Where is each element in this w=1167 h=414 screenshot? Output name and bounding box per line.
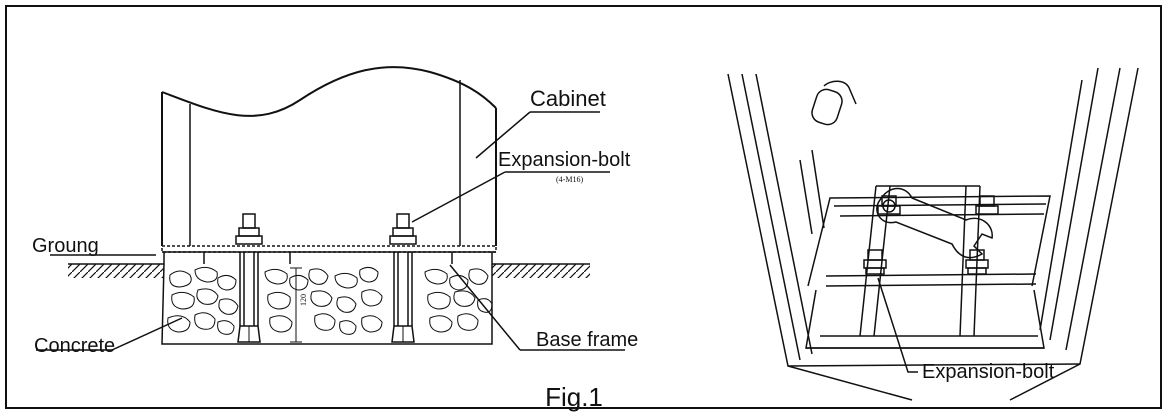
right-diagram: Expansion-bolt (727, 67, 1139, 401)
expansion-bolt-1 (235, 213, 263, 343)
bolt-bottom-left (863, 249, 887, 275)
base-frame-label: Base frame (536, 329, 638, 351)
expansion-bolt-label-right: Expansion-bolt (922, 361, 1055, 383)
depth-dimension: 120 (290, 267, 308, 343)
ground-hatch-left (68, 264, 164, 278)
concrete-block (161, 263, 493, 345)
wrench (876, 187, 993, 259)
cabinet-walls (727, 67, 1139, 401)
leader-lines-left (36, 111, 625, 351)
bolt-top-left (877, 195, 901, 215)
cabinet-label: Cabinet (530, 86, 606, 111)
cabinet-floor (805, 185, 1051, 349)
left-diagram: 120 Cabinet Expansion-bolt (4-M16) Groun… (32, 66, 638, 357)
figure-border (5, 5, 1162, 409)
depth-label: 120 (299, 294, 308, 306)
leader-line-right (877, 277, 918, 373)
expansion-bolt-label: Expansion-bolt (498, 149, 631, 171)
base-frame (161, 245, 497, 264)
bolts-right (863, 195, 999, 275)
bolt-top-right (975, 195, 999, 215)
cabinet-outline (161, 66, 497, 246)
bolt-bottom-right (965, 249, 989, 275)
expansion-bolt-2 (389, 213, 417, 343)
ground-hatch-right (492, 264, 590, 278)
ground-label: Groung (32, 235, 99, 257)
concrete-label: Concrete (34, 335, 115, 357)
door-handle (799, 80, 857, 235)
figure-caption: Fig.1 (545, 382, 603, 412)
bolt-spec-label: (4-M16) (556, 175, 583, 184)
